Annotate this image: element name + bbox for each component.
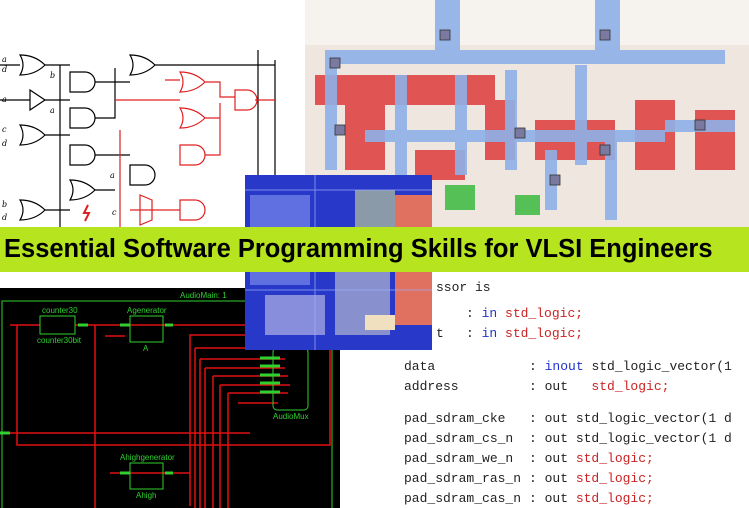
separator: :: [529, 411, 545, 426]
port-direction: in: [481, 306, 498, 321]
code-line: : in std_logic;: [436, 306, 583, 321]
svg-text:a: a: [110, 171, 115, 180]
separator: :: [529, 359, 545, 374]
svg-text:d: d: [2, 213, 7, 222]
svg-text:a: a: [50, 106, 55, 115]
port-name: ssor is: [436, 280, 491, 295]
svg-text:a: a: [2, 55, 7, 64]
svg-text:d: d: [2, 65, 7, 74]
code-line: pad_sdram_cas_n: out std_logic;: [404, 491, 654, 506]
block-instance: counter30bit: [37, 336, 82, 345]
port-type: std_logic_vector(1: [591, 359, 732, 374]
port-direction: out: [544, 411, 569, 426]
title-banner: Essential Software Programming Skills fo…: [0, 227, 749, 272]
code-line: pad_sdram_cs_n: out std_logic_vector(1 d: [404, 431, 732, 446]
block-type: Agenerator: [127, 306, 167, 315]
port-type: std_logic;: [575, 471, 654, 486]
port-name: address: [404, 379, 459, 394]
vhdl-code-snippet: ssor is: in std_logic;t: in std_logic;da…: [340, 272, 749, 508]
port-type: std_logic_vector(1 d: [575, 411, 732, 426]
port-direction: out: [544, 431, 569, 446]
block-instance: AudioMux: [273, 412, 309, 421]
port-direction: in: [481, 326, 498, 341]
port-type: std_logic;: [575, 451, 654, 466]
separator: :: [466, 326, 482, 341]
port-name: pad_sdram_cs_n: [404, 431, 514, 446]
port-type: std_logic;: [575, 491, 654, 506]
port-type: std_logic;: [505, 326, 584, 341]
port-type: std_logic_vector(1 d: [575, 431, 732, 446]
separator: :: [529, 491, 545, 506]
block-instance: A: [143, 344, 149, 353]
block-type: Ahighgenerator: [120, 453, 175, 462]
port-type: std_logic;: [591, 379, 670, 394]
port-name: data: [404, 359, 436, 374]
port-direction: inout: [544, 359, 584, 374]
svg-text:b: b: [50, 71, 55, 80]
port-direction: out: [544, 451, 569, 466]
svg-text:b: b: [2, 200, 7, 209]
block-instance: Ahigh: [136, 491, 156, 500]
port-direction: out: [544, 491, 569, 506]
port-direction: out: [544, 471, 569, 486]
code-line: ssor is: [436, 280, 491, 295]
svg-text:c: c: [2, 125, 7, 134]
port-name: pad_sdram_ras_n: [404, 471, 522, 486]
separator: :: [529, 431, 545, 446]
svg-text:d: d: [2, 139, 7, 148]
port-name: t: [436, 326, 444, 341]
block-type: counter30: [42, 306, 78, 315]
port-direction: out: [544, 379, 569, 394]
port-name: pad_sdram_cke: [404, 411, 506, 426]
separator: :: [466, 306, 482, 321]
separator: :: [529, 451, 545, 466]
code-line: address: out std_logic;: [404, 379, 669, 394]
separator: :: [529, 471, 545, 486]
code-line: pad_sdram_we_n: out std_logic;: [404, 451, 654, 466]
page-title: Essential Software Programming Skills fo…: [4, 235, 713, 263]
svg-text:c: c: [112, 208, 117, 217]
port-name: pad_sdram_we_n: [404, 451, 514, 466]
code-line: pad_sdram_cke: out std_logic_vector(1 d: [404, 411, 732, 426]
schematic-frame-label: AudioMain: 1: [180, 291, 227, 300]
code-line: pad_sdram_ras_n: out std_logic;: [404, 471, 654, 486]
svg-text:a: a: [2, 95, 7, 104]
port-type: std_logic;: [505, 306, 584, 321]
separator: :: [529, 379, 545, 394]
code-line: t: in std_logic;: [436, 326, 583, 341]
port-name: pad_sdram_cas_n: [404, 491, 522, 506]
code-line: data: inout std_logic_vector(1: [404, 359, 732, 374]
